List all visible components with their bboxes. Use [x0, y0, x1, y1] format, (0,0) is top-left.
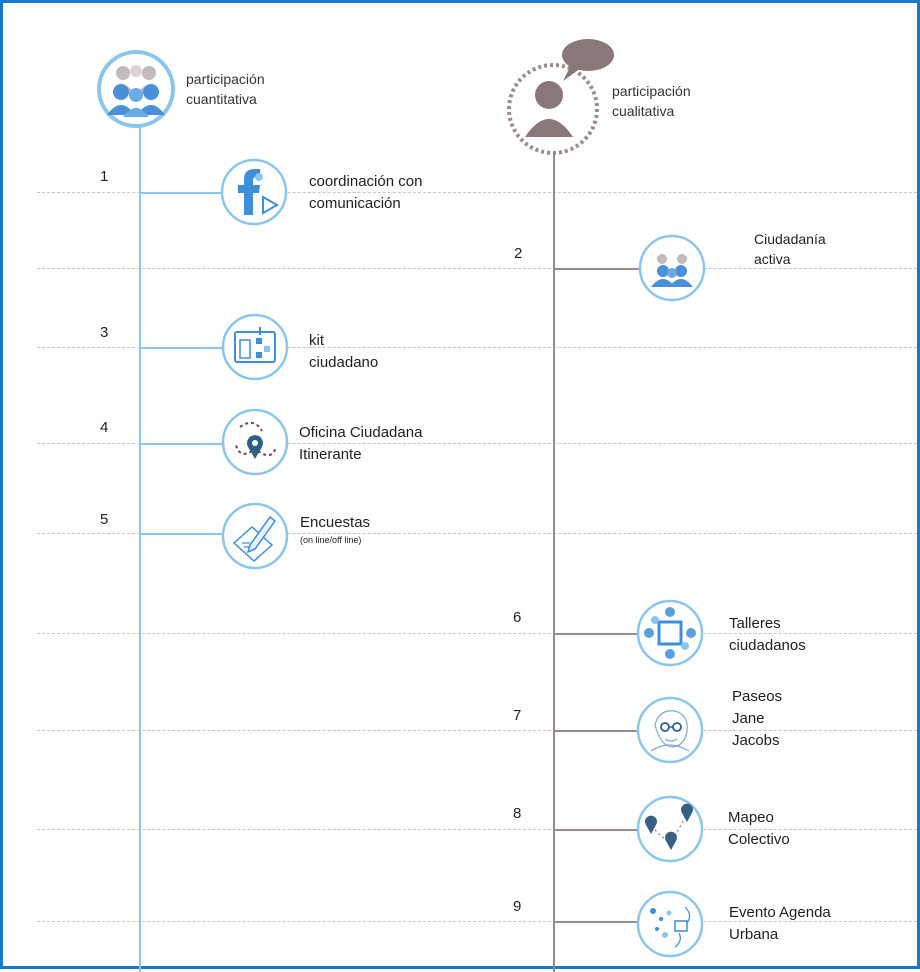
step-number: 8 — [513, 805, 522, 822]
right-timeline — [553, 155, 555, 972]
step-number: 3 — [100, 324, 109, 341]
step-number: 6 — [513, 609, 522, 626]
person-speech-icon — [503, 33, 623, 159]
connector — [553, 730, 637, 732]
step-label: Evento Agenda Urbana — [729, 904, 831, 943]
step-number: 5 — [100, 511, 109, 528]
connector — [553, 921, 637, 923]
route-marker-icon — [220, 407, 290, 477]
connector — [139, 192, 221, 194]
row-guide — [37, 268, 917, 269]
right-column-title: participación cualitativa — [612, 83, 691, 119]
row-guide — [37, 347, 917, 348]
step-label: kit ciudadano — [309, 332, 379, 371]
row-guide — [37, 443, 917, 444]
step-label: Encuestas (on line/off line) — [300, 514, 371, 545]
step-number: 1 — [100, 168, 109, 185]
map-pins-icon — [635, 794, 705, 864]
connector — [553, 633, 637, 635]
step-number: 9 — [513, 898, 522, 915]
row-guide — [37, 533, 917, 534]
step-number: 7 — [513, 707, 522, 724]
left-timeline — [139, 127, 141, 972]
kit-map-icon — [220, 312, 290, 382]
group-people-icon — [96, 49, 176, 129]
citizens-group-icon — [637, 233, 707, 303]
connector — [139, 533, 222, 535]
step-label: Mapeo Colectivo — [728, 809, 790, 848]
step-label: Talleres ciudadanos — [729, 615, 806, 654]
workshop-table-icon — [635, 598, 705, 668]
urban-event-icon — [635, 889, 705, 959]
row-guide — [37, 921, 917, 922]
jane-jacobs-portrait-icon — [635, 695, 705, 765]
row-guide — [37, 730, 917, 731]
survey-pencil-icon — [220, 501, 290, 571]
step-label: coordinación con comunicación — [309, 173, 423, 212]
row-guide — [37, 192, 917, 193]
step-label: Paseos Jane Jacobs — [732, 688, 783, 749]
facebook-share-icon — [219, 157, 289, 227]
connector — [553, 829, 637, 831]
step-number: 2 — [514, 245, 523, 262]
left-column-title: participación cuantitativa — [186, 71, 265, 107]
connector — [553, 268, 639, 270]
connector — [139, 347, 222, 349]
row-guide — [37, 829, 917, 830]
connector — [139, 443, 222, 445]
step-label: Oficina Ciudadana Itinerante — [299, 424, 423, 463]
step-note: (on line/off line) — [300, 535, 362, 545]
row-guide — [37, 633, 917, 634]
step-number: 4 — [100, 419, 109, 436]
step-label: Ciudadanía activa — [754, 231, 826, 267]
